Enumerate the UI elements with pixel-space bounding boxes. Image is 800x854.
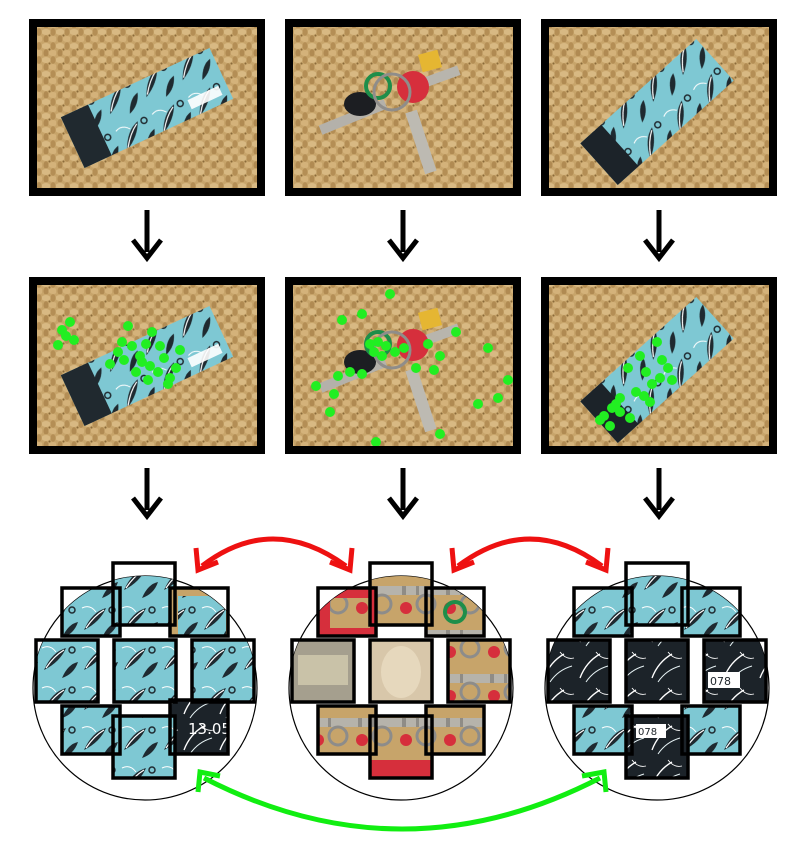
keypoint-dot (345, 367, 355, 377)
keypoint-image-2 (285, 277, 521, 454)
keypoint-dot (365, 339, 375, 349)
keypoint-dot (329, 389, 339, 399)
keypoint-dot (595, 415, 605, 425)
patch-text-left-date: 13.05 (188, 720, 231, 738)
keypoint-dot (369, 347, 379, 357)
input-image-2 (285, 19, 521, 196)
flow-arrows (131, 210, 675, 521)
keypoint-dot (333, 371, 343, 381)
keypoints-image-3 (595, 337, 677, 431)
keypoint-dot (357, 369, 367, 379)
keypoint-dot (390, 347, 400, 357)
keypoint-dot (631, 387, 641, 397)
keypoint-dot (399, 343, 409, 353)
keypoint-dot (153, 367, 163, 377)
keypoint-dot (65, 317, 75, 327)
arrow-down-2b (387, 468, 419, 521)
keypoint-dot (61, 331, 71, 341)
keypoint-dot (119, 355, 129, 365)
keypoint-dot (385, 289, 395, 299)
keypoint-dot (53, 340, 63, 350)
keypoint-dot (141, 339, 151, 349)
descriptor-circles-row: 13.05 (32, 561, 770, 801)
input-image-1 (29, 19, 265, 196)
keypoint-dot (493, 393, 503, 403)
keypoint-image-3 (541, 277, 777, 454)
keypoint-dot (113, 347, 123, 357)
keypoint-dot (337, 315, 347, 325)
keypoints-image-2 (311, 289, 513, 447)
keypoint-dot (625, 413, 635, 423)
match-arrows (193, 536, 611, 832)
patch-borders-1 (34, 561, 256, 780)
keypoint-image-1 (29, 277, 265, 454)
keypoint-dot (373, 337, 383, 347)
keypoint-dot (357, 309, 367, 319)
keypoint-dot (435, 429, 445, 439)
keypoint-dot (423, 339, 433, 349)
keypoints-image-1 (53, 317, 185, 389)
keypoint-dot (623, 363, 633, 373)
keypoint-dot (435, 351, 445, 361)
keypoint-dot (647, 379, 657, 389)
keypoint-dot (611, 399, 621, 409)
keypoint-dot (503, 375, 513, 385)
keypoint-dot (127, 341, 137, 351)
descriptor-circle-2 (288, 561, 514, 801)
keypoint-images-row (29, 277, 777, 454)
keypoint-dot (615, 407, 625, 417)
input-images-row (29, 19, 777, 196)
keypoint-dot (652, 337, 662, 347)
keypoint-dot (411, 363, 421, 373)
keypoint-dot (377, 351, 387, 361)
arrow-down-2a (387, 210, 419, 263)
keypoint-dot (429, 365, 439, 375)
mismatch-arrow-left-middle (193, 536, 355, 574)
keypoint-dot (159, 353, 169, 363)
input-image-3 (541, 19, 777, 196)
keypoint-dot (131, 367, 141, 377)
keypoint-dot (105, 359, 115, 369)
keypoint-dot (311, 381, 321, 391)
keypoint-dot (657, 355, 667, 365)
descriptor-circle-3: 078 078 (544, 561, 770, 801)
keypoint-dot (163, 379, 173, 389)
keypoint-dot (483, 343, 493, 353)
keypoint-dot (117, 337, 127, 347)
keypoint-dot (451, 327, 461, 337)
mismatch-arrow-middle-right (449, 536, 611, 574)
arrow-down-3a (643, 210, 675, 263)
descriptor-circle-1: 13.05 (32, 561, 258, 801)
keypoint-dot (143, 375, 153, 385)
keypoint-dot (147, 327, 157, 337)
keypoint-dot (371, 437, 381, 447)
keypoint-dot (155, 341, 165, 351)
patch-text-right-number-1: 078 (710, 675, 731, 688)
keypoint-dot (175, 345, 185, 355)
keypoint-dot (473, 399, 483, 409)
keypoint-dot (641, 367, 651, 377)
match-arrow-left-right (195, 769, 609, 832)
keypoint-dot (667, 375, 677, 385)
keypoint-dot (635, 351, 645, 361)
keypoint-dot (325, 407, 335, 417)
keypoint-dot (381, 341, 391, 351)
arrow-down-1a (131, 210, 163, 263)
keypoint-dot (145, 361, 155, 371)
patch-borders-3 (546, 561, 768, 780)
keypoint-dot (69, 335, 79, 345)
keypoint-dot (605, 421, 615, 431)
keypoint-dot (663, 363, 673, 373)
keypoint-dot (137, 357, 147, 367)
patch-borders-2 (290, 561, 512, 780)
keypoint-dot (645, 397, 655, 407)
keypoint-dot (655, 373, 665, 383)
keypoint-dot (123, 321, 133, 331)
arrow-down-1b (131, 468, 163, 521)
keypoint-dot (171, 363, 181, 373)
arrow-down-3b (643, 468, 675, 521)
patch-text-right-number-2: 078 (638, 727, 657, 738)
